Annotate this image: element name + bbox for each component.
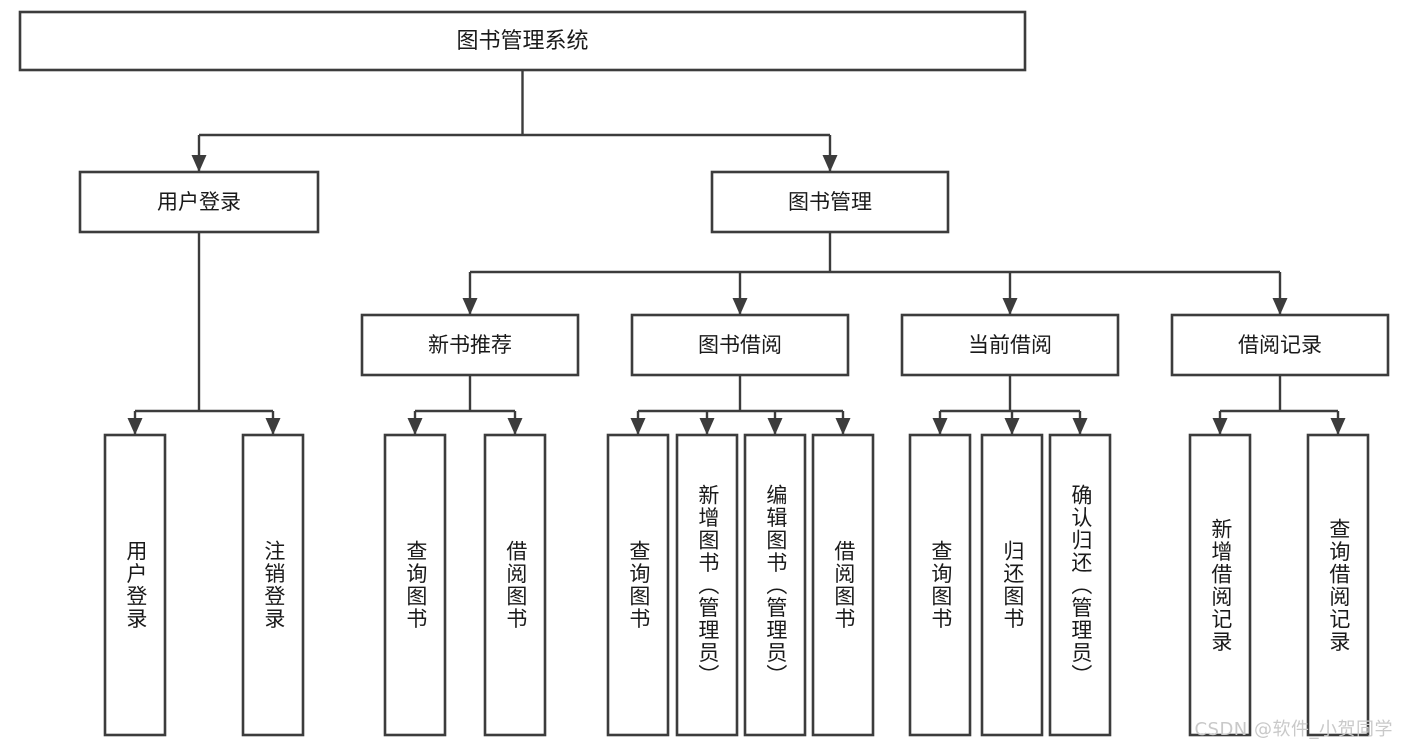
- arrow-head-icon-user-login-0: [127, 418, 143, 435]
- arrow-head-icon-book-manage-1: [732, 298, 748, 315]
- node-box-root: [18, 10, 1027, 72]
- node-box-book-borrow: [630, 313, 850, 377]
- arrow-head-icon-book-borrow-0: [630, 418, 646, 435]
- leaf-box-leaf-borrow-book-2[interactable]: [811, 433, 875, 737]
- node-current-borrow[interactable]: 当前借阅: [900, 313, 1120, 377]
- node-box-borrow-record: [1170, 313, 1390, 377]
- connectors-layer: [127, 70, 1346, 435]
- arrow-head-icon-new-book-recommend-0: [407, 418, 423, 435]
- node-book-borrow[interactable]: 图书借阅: [630, 313, 850, 377]
- node-root[interactable]: 图书管理系统: [18, 10, 1027, 72]
- leaf-box-leaf-user-login[interactable]: [103, 433, 167, 737]
- leaf-box-leaf-return-book[interactable]: [980, 433, 1044, 737]
- leaf-box-leaf-edit-book[interactable]: [743, 433, 807, 737]
- leaf-box-leaf-query-record[interactable]: [1306, 433, 1370, 737]
- arrow-head-icon-borrow-record-1: [1330, 418, 1346, 435]
- arrow-head-icon-book-manage-3: [1272, 298, 1288, 315]
- arrow-head-icon-book-borrow-1: [699, 418, 715, 435]
- leaf-box-leaf-confirm-return[interactable]: [1048, 433, 1112, 737]
- node-label-book-manage: 图书管理: [788, 190, 872, 214]
- node-box-new-book-recommend: [360, 313, 580, 377]
- leaf-box-leaf-add-book[interactable]: [675, 433, 739, 737]
- arrow-head-icon-book-borrow-3: [835, 418, 851, 435]
- node-borrow-record[interactable]: 借阅记录: [1170, 313, 1390, 377]
- leaf-box-leaf-borrow-book-1[interactable]: [483, 433, 547, 737]
- arrow-head-icon-current-borrow-1: [1004, 418, 1020, 435]
- node-box-user-login: [78, 170, 320, 234]
- arrow-head-icon-borrow-record-0: [1212, 418, 1228, 435]
- node-label-user-login: 用户登录: [157, 190, 241, 214]
- node-box-book-manage: [710, 170, 950, 234]
- node-label-borrow-record: 借阅记录: [1238, 333, 1322, 357]
- node-box-current-borrow: [900, 313, 1120, 377]
- leaf-box-leaf-user-logout[interactable]: [241, 433, 305, 737]
- node-label-book-borrow: 图书借阅: [698, 333, 782, 357]
- arrow-head-icon-current-borrow-0: [932, 418, 948, 435]
- leaf-box-leaf-query-book-1[interactable]: [383, 433, 447, 737]
- arrow-head-icon-root-1: [822, 155, 838, 172]
- arrow-head-icon-root-0: [191, 155, 207, 172]
- node-user-login[interactable]: 用户登录: [78, 170, 320, 234]
- arrow-head-icon-book-manage-2: [1002, 298, 1018, 315]
- arrow-head-icon-current-borrow-2: [1072, 418, 1088, 435]
- leaf-box-leaf-add-record[interactable]: [1188, 433, 1252, 737]
- leaf-box-leaf-query-book-3[interactable]: [908, 433, 972, 737]
- arrow-head-icon-user-login-1: [265, 418, 281, 435]
- node-label-current-borrow: 当前借阅: [968, 333, 1052, 357]
- node-book-manage[interactable]: 图书管理: [710, 170, 950, 234]
- leaf-box-leaf-query-book-2[interactable]: [606, 433, 670, 737]
- arrow-head-icon-book-borrow-2: [767, 418, 783, 435]
- node-label-new-book-recommend: 新书推荐: [428, 333, 512, 357]
- node-new-book-recommend[interactable]: 新书推荐: [360, 313, 580, 377]
- arrow-head-icon-new-book-recommend-1: [507, 418, 523, 435]
- arrow-head-icon-book-manage-0: [462, 298, 478, 315]
- node-label-root: 图书管理系统: [456, 29, 588, 54]
